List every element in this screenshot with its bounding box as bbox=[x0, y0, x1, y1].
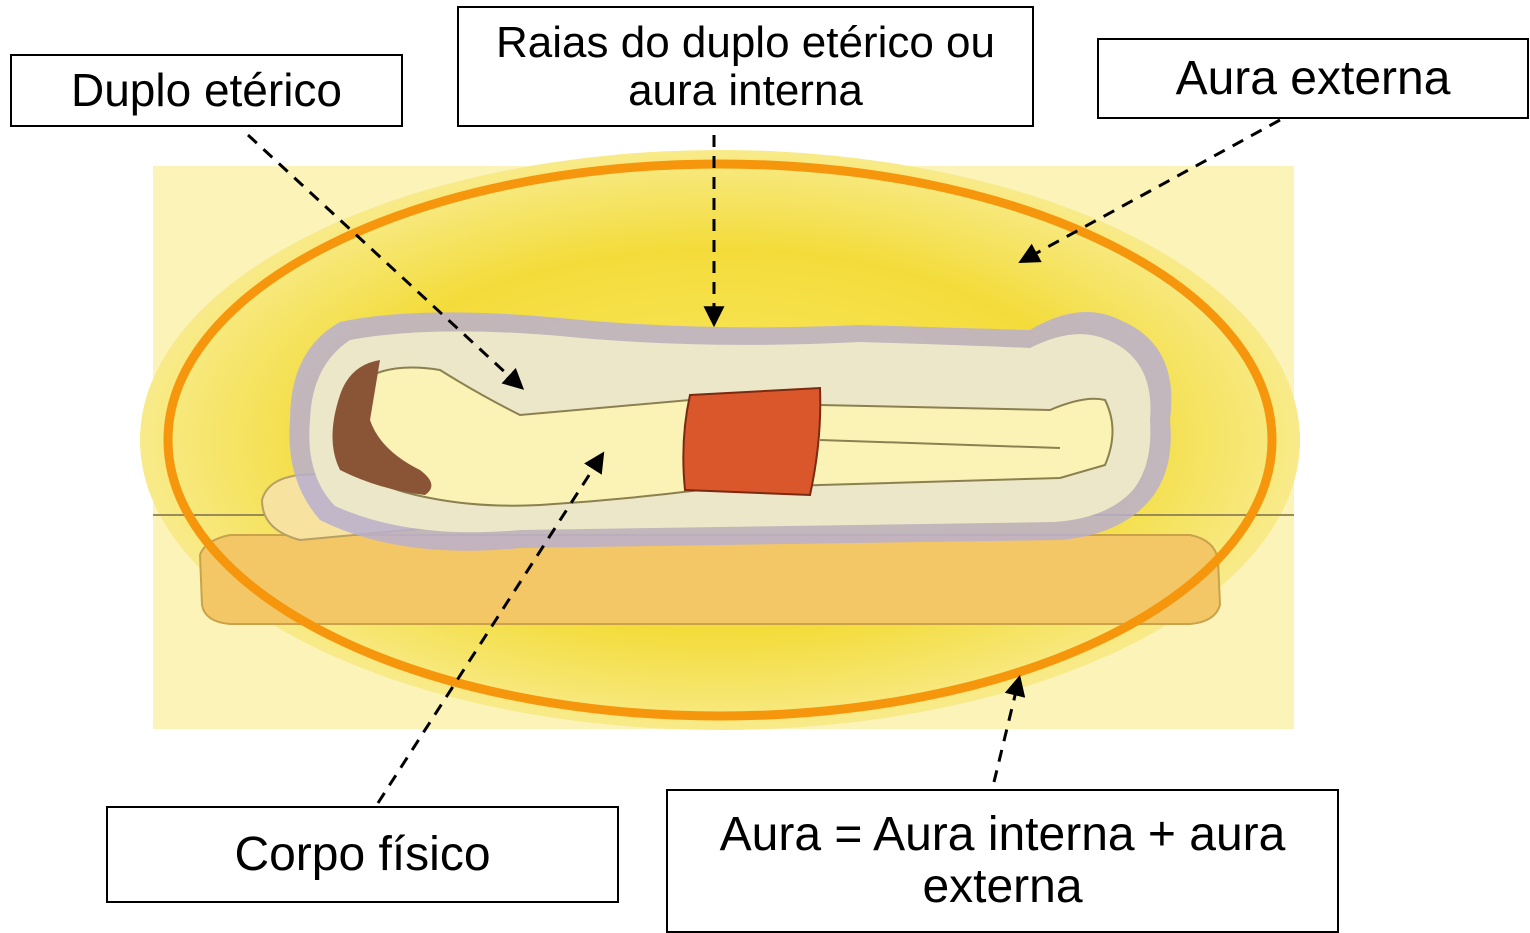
mat bbox=[198, 534, 1222, 625]
legs-outline bbox=[819, 439, 1061, 449]
aura-ring bbox=[163, 159, 1277, 721]
pointer-aura-formula bbox=[992, 674, 1026, 783]
shorts bbox=[682, 386, 822, 497]
label-corpo-fisico-text: Corpo físico bbox=[234, 827, 491, 881]
label-raias: Raias do duplo etérico ou aura interna bbox=[457, 6, 1034, 127]
pointer-lines bbox=[246, 118, 1281, 804]
label-corpo-fisico: Corpo físico bbox=[106, 806, 619, 903]
label-aura-formula: Aura = Aura interna + aura externa bbox=[666, 789, 1339, 933]
label-duplo-eterico-text: Duplo etérico bbox=[70, 63, 343, 116]
pointer-corpo-fisico bbox=[376, 451, 605, 804]
pointer-aura-externa bbox=[1018, 118, 1281, 264]
label-aura-externa-text: Aura externa bbox=[1175, 51, 1451, 105]
hair bbox=[332, 360, 432, 495]
label-duplo-eterico: Duplo etérico bbox=[10, 54, 403, 127]
label-aura-formula-text: Aura = Aura interna + aura externa bbox=[719, 808, 1286, 913]
label-aura-externa: Aura externa bbox=[1097, 38, 1529, 119]
label-raias-text: Raias do duplo etérico ou aura interna bbox=[496, 17, 995, 115]
